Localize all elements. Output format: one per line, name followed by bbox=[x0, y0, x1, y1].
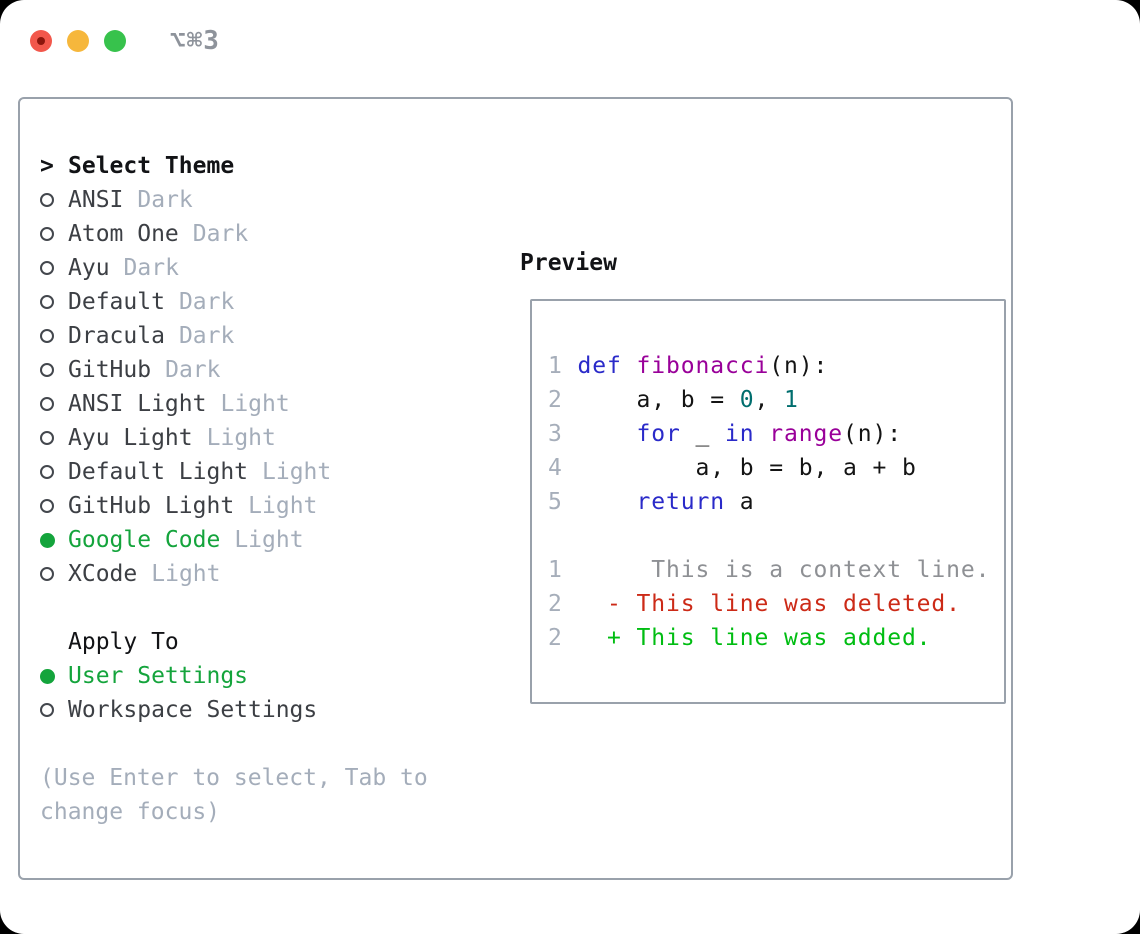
radio-icon bbox=[40, 295, 68, 309]
line-number: 5 bbox=[548, 489, 578, 515]
option-tag: Dark bbox=[178, 289, 235, 315]
code-line: 3 for _ in range(n): bbox=[548, 421, 902, 447]
theme-option-ansi-light[interactable]: ANSI Light Light bbox=[40, 387, 490, 421]
radio-selected-icon bbox=[40, 668, 68, 684]
option-tag: Light bbox=[234, 527, 304, 553]
line-number: 2 bbox=[548, 387, 578, 413]
line-number: 2 bbox=[548, 591, 578, 617]
select-theme-title: Select Theme bbox=[68, 153, 235, 179]
radio-icon bbox=[40, 431, 68, 445]
hint-line: change focus) bbox=[40, 799, 221, 825]
option-label: Default Light bbox=[68, 459, 249, 485]
theme-option-ayu[interactable]: Ayu Dark bbox=[40, 251, 490, 285]
option-tag: Light bbox=[220, 391, 290, 417]
apply-option-workspace-settings[interactable]: Workspace Settings bbox=[40, 693, 490, 727]
option-tag: Light bbox=[151, 561, 221, 587]
radio-icon bbox=[40, 499, 68, 513]
option-tag: Dark bbox=[192, 221, 249, 247]
window-title: ⌥⌘3 bbox=[170, 26, 220, 56]
select-theme-header: > Select Theme bbox=[40, 149, 490, 183]
option-tag: Dark bbox=[178, 323, 235, 349]
hint-line: (Use Enter to select, Tab to bbox=[40, 765, 428, 791]
preview-title: Preview bbox=[520, 250, 617, 276]
focus-caret-icon: > bbox=[40, 153, 54, 179]
option-label: Atom One bbox=[68, 221, 179, 247]
code-line: 2 + This line was added. bbox=[548, 625, 932, 651]
option-tag: Dark bbox=[137, 187, 193, 213]
option-label: Workspace Settings bbox=[68, 697, 318, 723]
radio-icon bbox=[40, 703, 68, 717]
option-label: Ayu bbox=[68, 255, 110, 281]
minimize-button[interactable] bbox=[67, 30, 89, 52]
preview-pane: 1 def fibonacci(n): 2 a, b = 0, 1 3 for _ … bbox=[530, 299, 1006, 704]
theme-option-atom-one[interactable]: Atom One Dark bbox=[40, 217, 490, 251]
theme-option-google-code[interactable]: Google Code Light bbox=[40, 523, 490, 557]
code-line: 2 a, b = 0, 1 bbox=[548, 387, 799, 413]
titlebar: ⌥⌘3 bbox=[30, 26, 220, 56]
theme-option-default-light[interactable]: Default Light Light bbox=[40, 455, 490, 489]
theme-option-default[interactable]: Default Dark bbox=[40, 285, 490, 319]
radio-icon bbox=[40, 227, 68, 241]
zoom-button[interactable] bbox=[104, 30, 126, 52]
close-button[interactable] bbox=[30, 30, 52, 52]
radio-icon bbox=[40, 193, 68, 207]
apply-option-user-settings[interactable]: User Settings bbox=[40, 659, 490, 693]
option-label: User Settings bbox=[68, 663, 249, 689]
option-label: ANSI Light bbox=[68, 391, 207, 417]
option-label: GitHub Light bbox=[68, 493, 235, 519]
line-number: 1 bbox=[548, 353, 578, 379]
option-label: XCode bbox=[68, 561, 138, 587]
theme-option-ayu-light[interactable]: Ayu Light Light bbox=[40, 421, 490, 455]
option-tag: Dark bbox=[165, 357, 221, 383]
code-line bbox=[548, 519, 1004, 553]
line-number: 4 bbox=[548, 455, 578, 481]
option-label: Ayu Light bbox=[68, 425, 193, 451]
option-tag: Dark bbox=[123, 255, 179, 281]
theme-option-dracula[interactable]: Dracula Dark bbox=[40, 319, 490, 353]
option-label: Default bbox=[68, 289, 165, 315]
option-label: ANSI bbox=[68, 187, 124, 213]
radio-icon bbox=[40, 329, 68, 343]
line-number: 3 bbox=[548, 421, 578, 447]
keyboard-hint: (Use Enter to select, Tab to change focu… bbox=[40, 761, 490, 829]
radio-icon bbox=[40, 567, 68, 581]
option-label: Google Code bbox=[68, 527, 221, 553]
radio-icon bbox=[40, 465, 68, 479]
line-number: 1 bbox=[548, 557, 578, 583]
code-line: 5 return a bbox=[548, 489, 755, 515]
theme-option-xcode[interactable]: XCode Light bbox=[40, 557, 490, 591]
option-tag: Light bbox=[206, 425, 276, 451]
radio-icon bbox=[40, 397, 68, 411]
option-label: Dracula bbox=[68, 323, 165, 349]
code-line: 2 - This line was deleted. bbox=[548, 591, 961, 617]
code-line: 1 def fibonacci(n): bbox=[548, 353, 829, 379]
theme-option-ansi[interactable]: ANSI Dark bbox=[40, 183, 490, 217]
close-dot-icon bbox=[37, 37, 45, 45]
spacer bbox=[40, 727, 490, 761]
apply-to-header: Apply To bbox=[40, 625, 490, 659]
radio-selected-icon bbox=[40, 532, 68, 548]
theme-option-github[interactable]: GitHub Dark bbox=[40, 353, 490, 387]
option-label: GitHub bbox=[68, 357, 152, 383]
spacer bbox=[40, 591, 490, 625]
theme-option-github-light[interactable]: GitHub Light Light bbox=[40, 489, 490, 523]
code-line: 4 a, b = b, a + b bbox=[548, 455, 917, 481]
radio-icon bbox=[40, 363, 68, 377]
code-line: 1 This is a context line. bbox=[548, 557, 991, 583]
line-number: 2 bbox=[548, 625, 578, 651]
option-tag: Light bbox=[248, 493, 318, 519]
radio-icon bbox=[40, 261, 68, 275]
option-tag: Light bbox=[262, 459, 332, 485]
apply-to-title: Apply To bbox=[68, 629, 179, 655]
